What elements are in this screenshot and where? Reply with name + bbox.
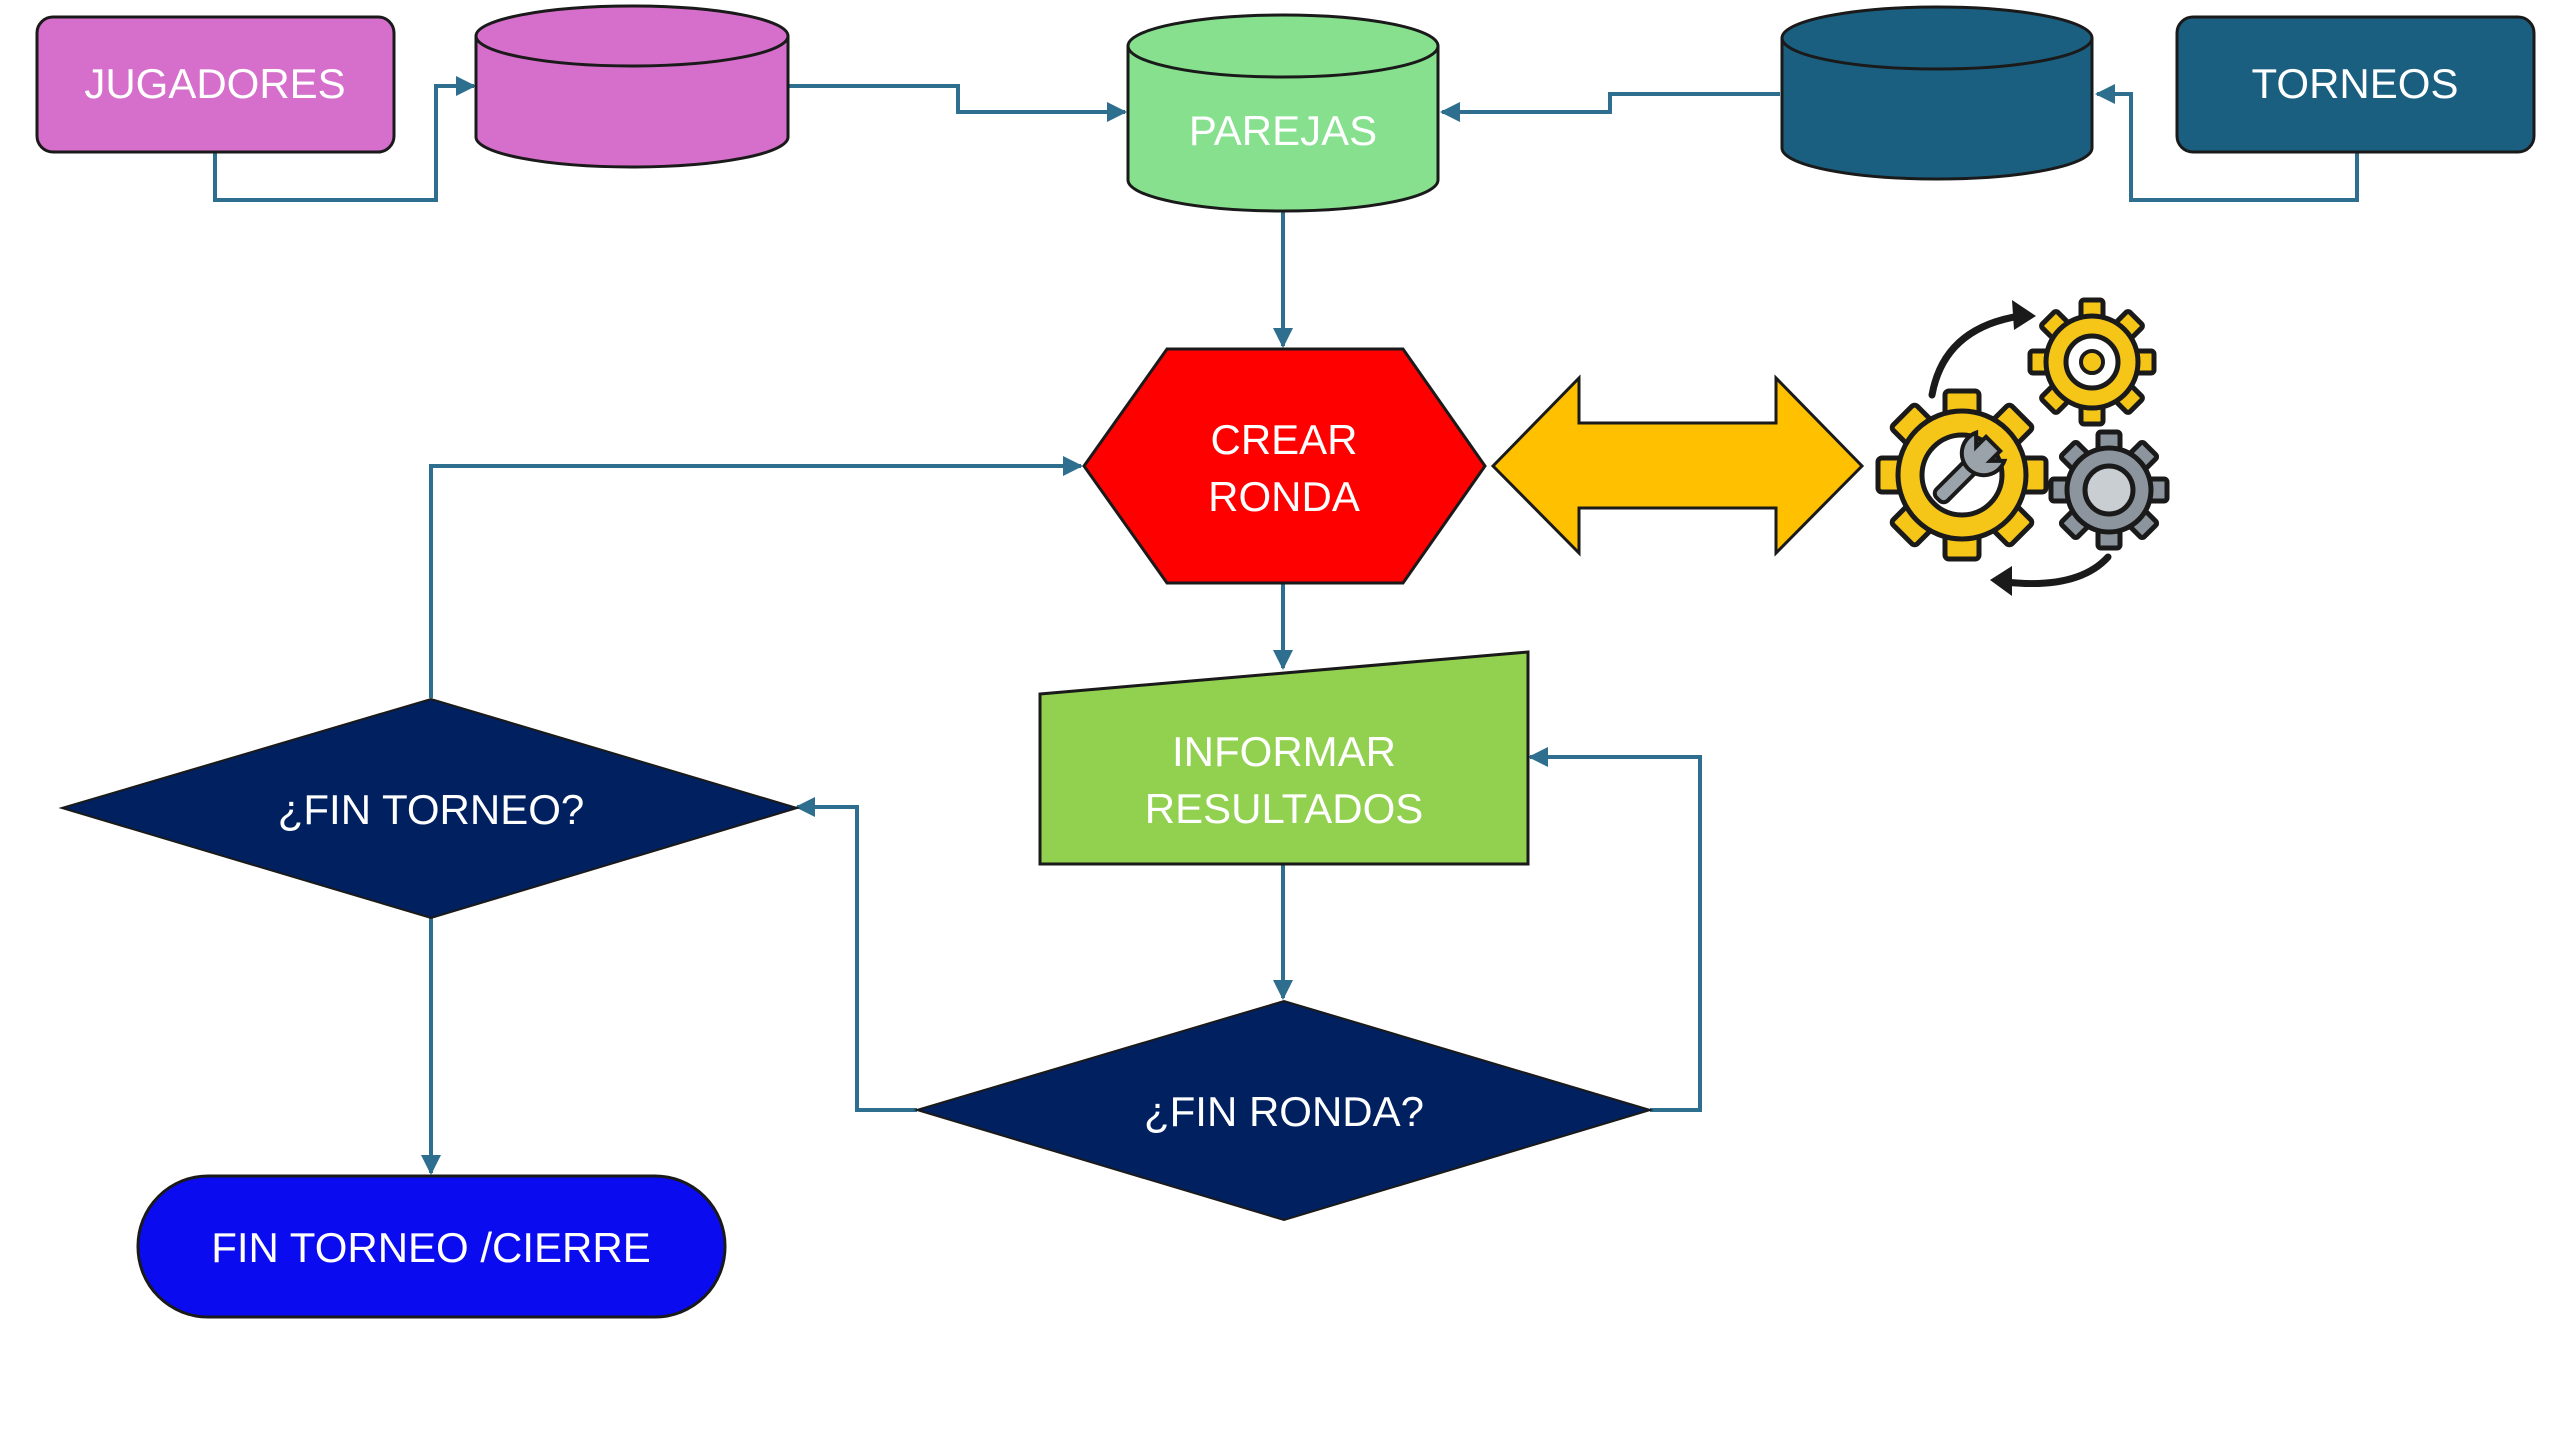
torneos-box-shape <box>2175 15 2536 154</box>
gears-process-icon <box>1875 297 2170 596</box>
parejas-database-body <box>1126 46 1440 213</box>
rotation-arrow-bottom-head <box>1990 566 2012 596</box>
rotation-arrow-bottom-icon <box>2001 553 2112 588</box>
fin-torneo-decision[interactable]: ¿FIN TORNEO? <box>58 697 801 920</box>
crear-ronda-hexagon[interactable]: CREAR RONDA <box>1082 347 1487 585</box>
fin-torneo-decision-shape <box>58 697 801 920</box>
fin-torneo-cierre-terminator[interactable]: FIN TORNEO /CIERRE <box>136 1174 727 1319</box>
crear-ronda-label-line1: CREAR <box>1210 416 1357 463</box>
parejas-database-top <box>1126 13 1440 79</box>
connector-fin-torneo-to-crear-ronda <box>429 456 1083 698</box>
connector-jugadores-to-db <box>213 76 476 202</box>
double-headed-arrow-icon <box>1490 374 1865 557</box>
small-gear-yellow-icon <box>2027 297 2157 427</box>
torneos-box[interactable]: TORNEOS <box>2175 15 2536 154</box>
jugadores-database-top <box>474 4 790 68</box>
parejas-database[interactable]: PAREJAS <box>1126 13 1440 213</box>
torneos-database-body <box>1780 38 2094 181</box>
jugadores-label: JUGADORES <box>84 60 345 107</box>
fin-torneo-cierre-shape <box>136 1174 727 1319</box>
fin-torneo-decision-label: ¿FIN TORNEO? <box>278 786 585 833</box>
parejas-label: PAREJAS <box>1189 107 1377 154</box>
informar-resultados-label-line2: RESULTADOS <box>1145 785 1424 832</box>
informar-resultados-label-line1: INFORMAR <box>1172 728 1396 775</box>
torneos-database-top <box>1780 5 2094 71</box>
crear-ronda-shape <box>1082 347 1487 585</box>
informar-resultados-box[interactable]: INFORMAR RESULTADOS <box>1038 650 1530 866</box>
jugadores-database[interactable] <box>474 4 790 169</box>
wrench-icon <box>1932 429 2008 505</box>
connectors <box>213 76 2359 1175</box>
jugadores-box-shape <box>35 15 396 154</box>
rotation-arrow-top-head <box>2012 300 2036 330</box>
fin-torneo-cierre-label: FIN TORNEO /CIERRE <box>211 1224 651 1271</box>
fin-ronda-decision[interactable]: ¿FIN RONDA? <box>913 999 1654 1222</box>
rotation-arrow-top-icon <box>1928 312 2024 399</box>
fin-ronda-decision-label: ¿FIN RONDA? <box>1144 1088 1424 1135</box>
informar-resultados-shape <box>1038 650 1530 866</box>
connector-torneos-db-to-parejas <box>1440 92 1780 122</box>
connector-fin-ronda-to-fin-torneo <box>795 797 917 1112</box>
torneos-database[interactable] <box>1780 5 2094 181</box>
crear-ronda-label-line2: RONDA <box>1208 473 1360 520</box>
large-gear-icon <box>1875 388 2049 562</box>
small-gear-gray-icon <box>2048 429 2170 551</box>
jugadores-box[interactable]: JUGADORES <box>35 15 396 154</box>
jugadores-database-body <box>474 36 790 169</box>
connector-torneos-to-db <box>2095 84 2359 202</box>
fin-ronda-decision-shape <box>913 999 1654 1222</box>
torneos-label: TORNEOS <box>2252 60 2459 107</box>
connector-fin-ronda-to-informar <box>1528 747 1702 1112</box>
connector-jugadores-db-to-parejas <box>785 84 1127 122</box>
